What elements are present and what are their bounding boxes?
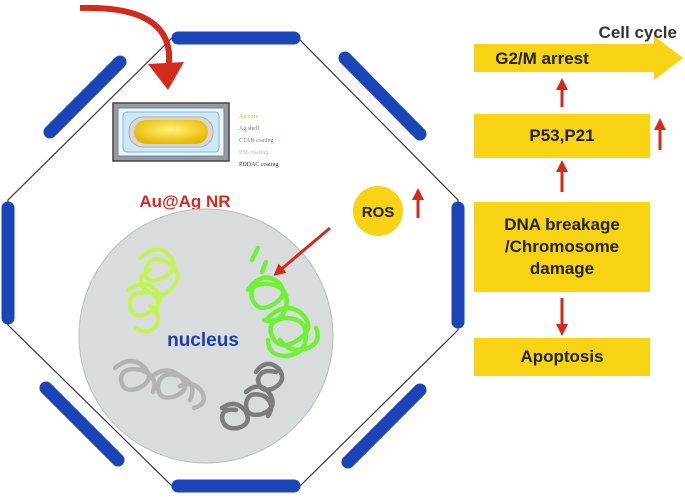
ros-circle	[353, 186, 403, 236]
ros-label: ROS	[362, 204, 395, 221]
legend-ag-shell: Ag shell	[239, 126, 259, 132]
chromosome-light-green	[126, 247, 180, 334]
legend-au-core: Au core	[239, 114, 258, 120]
membrane-channel	[338, 51, 427, 141]
entry-arrow-head	[148, 62, 184, 90]
dna-damage-line2: /Chromosome	[504, 237, 620, 256]
dna-damage-box: DNA breakage /Chromosome damage	[474, 202, 650, 292]
p53-label: P53,P21	[529, 126, 595, 145]
legend-pss: PSS coating	[239, 150, 268, 156]
legend-ctab: CTAB coating	[239, 138, 274, 144]
chromosome-dark-grey	[219, 361, 285, 431]
dna-damage-line3: damage	[529, 259, 595, 278]
legend-pddac: PDDAC coating	[239, 162, 279, 168]
arrest-arrow	[474, 36, 683, 80]
membrane-channel	[341, 383, 427, 469]
chromosome-bright-green	[245, 245, 320, 359]
arrest-label: G2/M arrest	[495, 49, 589, 68]
chromosome-light-grey	[112, 358, 206, 411]
membrane-channel	[39, 381, 125, 467]
membrane-channel	[43, 55, 127, 139]
cell-cycle-title: Cell cycle	[599, 23, 677, 42]
apoptosis-label: Apoptosis	[520, 347, 604, 366]
damage-arrow	[273, 226, 331, 276]
particle-label: Au@Ag NR	[139, 192, 230, 211]
nucleus-label: nucleus	[167, 330, 239, 351]
nanorod-legend: Au core Ag shell CTAB coating PSS coatin…	[239, 114, 279, 168]
membrane-channels	[1, 31, 465, 493]
nanorod-schematic	[112, 102, 230, 162]
apoptosis-box: Apoptosis	[474, 338, 650, 376]
dna-damage-line1: DNA breakage	[504, 215, 620, 234]
p53-box: P53,P21	[474, 114, 650, 158]
au-core-rod	[134, 120, 208, 144]
entry-arrow	[79, 4, 173, 71]
